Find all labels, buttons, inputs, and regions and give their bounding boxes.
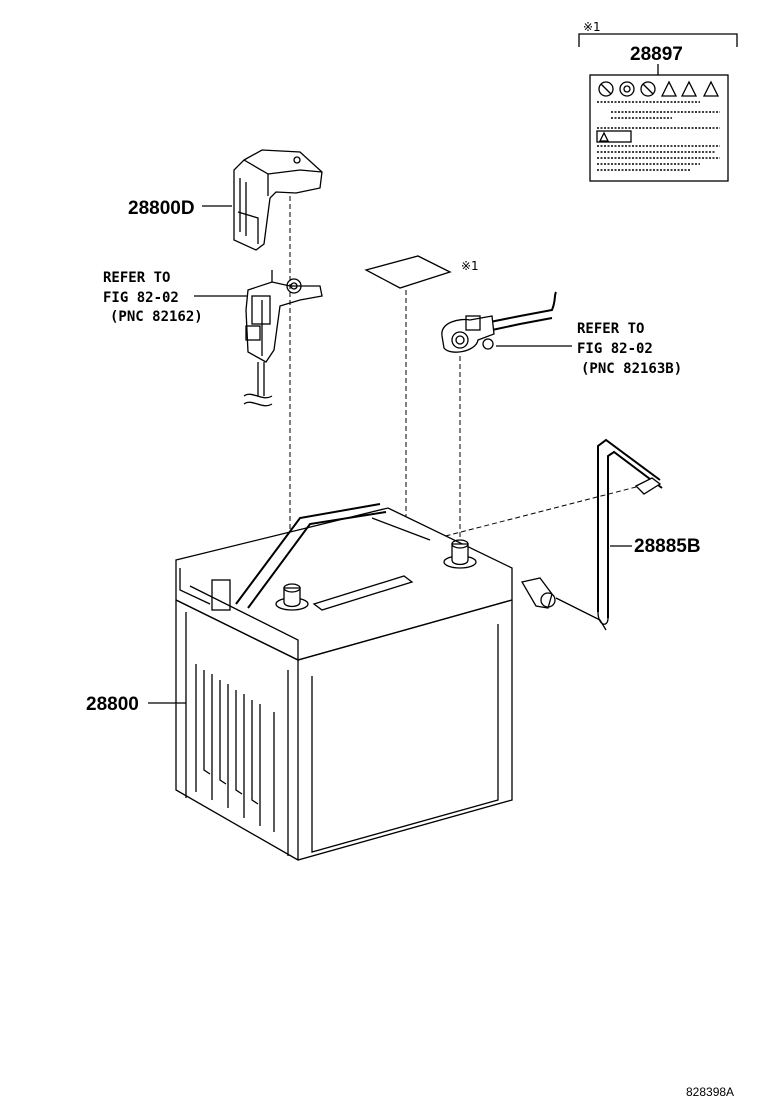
caution-label-text-lines — [597, 101, 720, 171]
label-sheet: ※1 — [364, 255, 479, 289]
label-group-marker: ※1 — [583, 20, 601, 34]
positive-terminal-reference: REFER TO FIG 82-02 (PNC 82163B) — [441, 291, 682, 377]
caution-label-part: ※1 28897 — [578, 20, 738, 182]
battery-part: 28800 — [86, 503, 513, 861]
negative-terminal-clamp — [245, 270, 323, 363]
negative-terminal-reference: REFER TO FIG 82-02 (PNC 82162) — [103, 270, 323, 407]
figure-id: 828398A — [686, 1085, 734, 1099]
positive-terminal-clamp — [441, 291, 557, 353]
label-sheet-marker: ※1 — [461, 259, 479, 273]
vent-hose-part: 28885B — [520, 438, 701, 631]
positive-ref-line-1: REFER TO — [577, 321, 644, 337]
part-number-28800D[interactable]: 28800D — [128, 198, 195, 219]
positive-ref-line-2: FIG 82-02 — [577, 341, 653, 357]
part-number-28885B[interactable]: 28885B — [634, 536, 701, 557]
negative-ref-line-3: (PNC 82162) — [110, 309, 203, 325]
leader-lines — [289, 196, 641, 586]
negative-ref-line-2: FIG 82-02 — [103, 290, 179, 306]
terminal-cover-part: 28800D — [128, 149, 323, 251]
part-number-28897[interactable]: 28897 — [630, 44, 683, 65]
positive-ref-line-3: (PNC 82163B) — [581, 361, 682, 377]
negative-ref-line-1: REFER TO — [103, 270, 170, 286]
part-number-28800[interactable]: 28800 — [86, 694, 139, 715]
caution-label-icons — [598, 80, 720, 97]
